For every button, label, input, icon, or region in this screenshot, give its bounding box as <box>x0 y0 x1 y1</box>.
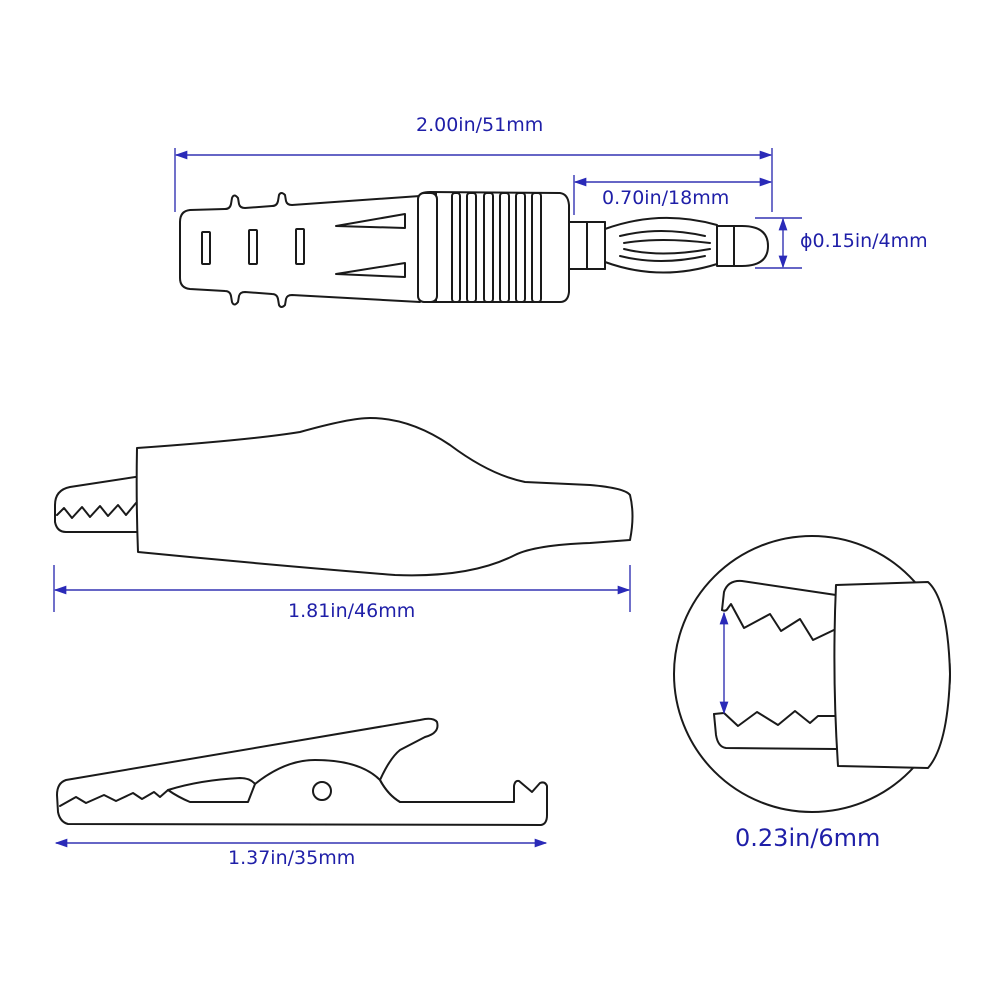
banana-plug-drawing <box>174 148 802 308</box>
pin-diameter-label: ϕ0.15in/4mm <box>800 230 928 252</box>
jaw-detail-drawing <box>673 535 951 813</box>
bare-clip-drawing <box>54 717 548 848</box>
bare-clip-length-label: 1.37in/35mm <box>228 847 356 869</box>
pin-length-dimension <box>573 175 773 215</box>
booted-clip-length-dimension <box>53 565 631 612</box>
booted-clip-drawing <box>53 417 634 612</box>
overall-length-label: 2.00in/51mm <box>416 114 544 136</box>
booted-clip-length-label: 1.81in/46mm <box>288 600 416 622</box>
jaw-opening-label: 0.23in/6mm <box>735 824 881 852</box>
pin-length-label: 0.70in/18mm <box>602 187 730 209</box>
pin-diameter-dimension <box>755 217 802 269</box>
